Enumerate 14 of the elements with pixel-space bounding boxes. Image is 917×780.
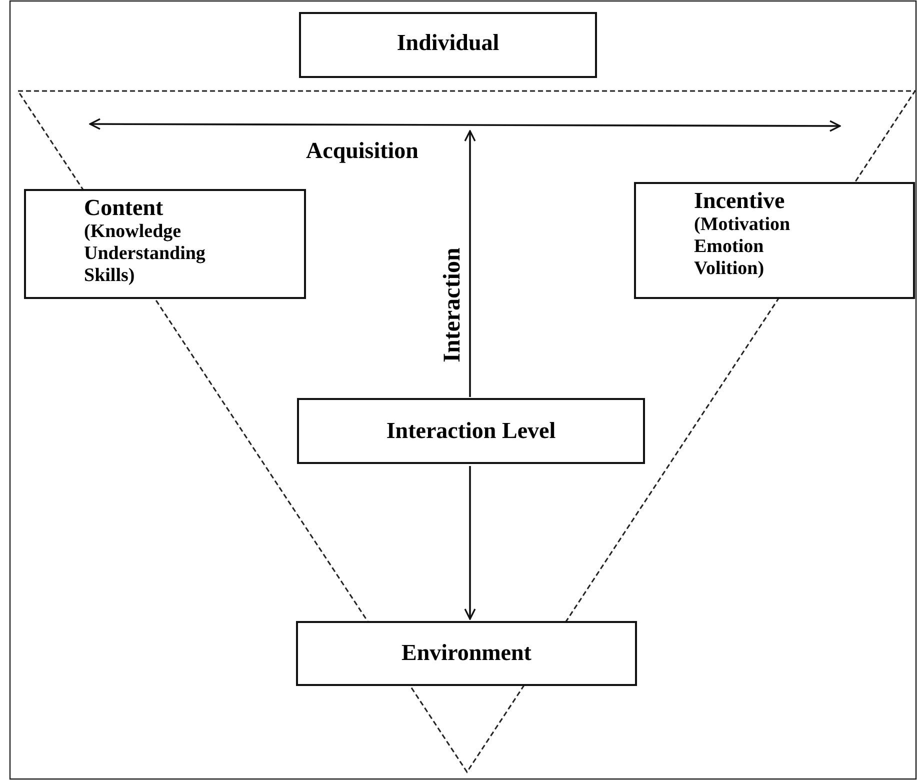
box-heading: Individual <box>396 30 500 56</box>
box-body: (Motivation Emotion Volition) <box>694 214 790 280</box>
box-heading: Incentive <box>694 188 786 214</box>
box-body: (Knowledge Understanding Skills) <box>84 221 206 287</box>
text-box <box>299 12 597 78</box>
box-heading: Content <box>84 195 164 221</box>
arrow <box>464 130 476 397</box>
text-box <box>296 621 637 686</box>
text-box <box>24 189 306 299</box>
text-box <box>634 182 915 299</box>
box-heading: Environment <box>400 640 532 666</box>
arrow <box>464 466 476 620</box>
text-box <box>297 398 645 464</box>
box-heading: Interaction Level <box>385 418 557 444</box>
